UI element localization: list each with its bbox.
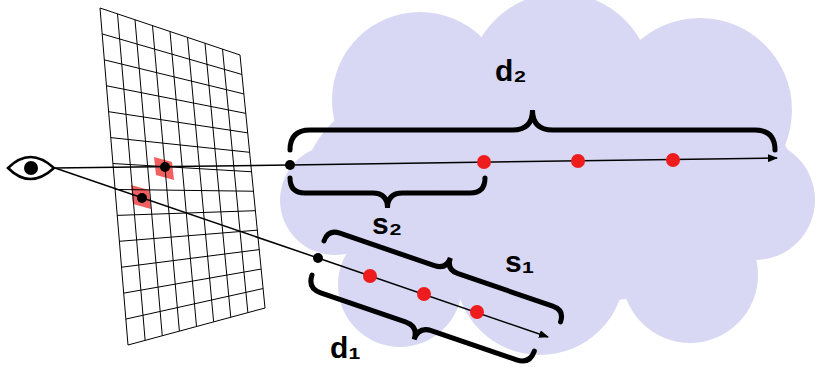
grid-line [119,230,257,241]
view-ray [55,165,290,168]
sample-dot [363,269,377,283]
grid-line [109,112,248,133]
sample-dot [417,287,431,301]
grid-line [100,8,240,55]
grid-line [106,86,245,114]
eye-pupil [24,161,38,175]
view-ray [55,168,318,258]
grid-line [104,60,244,94]
eye-icon [8,157,54,179]
pixel-dot [137,193,147,203]
grid-line [102,34,242,75]
grid-line [124,269,261,293]
grid-line [122,250,260,268]
sample-dot [666,153,680,167]
cloud [280,0,815,355]
ray-entry-dot [285,160,295,170]
dimension-label: s₂ [372,208,402,240]
grid-line [115,189,253,191]
sample-dot [571,154,585,168]
march-ray [290,158,777,165]
sample-dot [470,305,484,319]
ray-entry-dot [313,253,323,263]
curly-brace [303,275,534,370]
dimension-label: d₁ [330,332,361,364]
grid-line [223,49,248,313]
sample-dot [477,155,491,169]
grid-line [111,138,250,153]
pixel-dot [160,162,170,172]
image-grid [100,8,265,345]
dimension-label: d₂ [495,55,527,87]
grid-line [128,308,265,345]
grid-line [100,8,128,345]
grid-line [240,55,265,308]
curly-brace [290,110,775,150]
dimension-label: s₁ [505,246,534,278]
curly-brace [290,178,485,208]
